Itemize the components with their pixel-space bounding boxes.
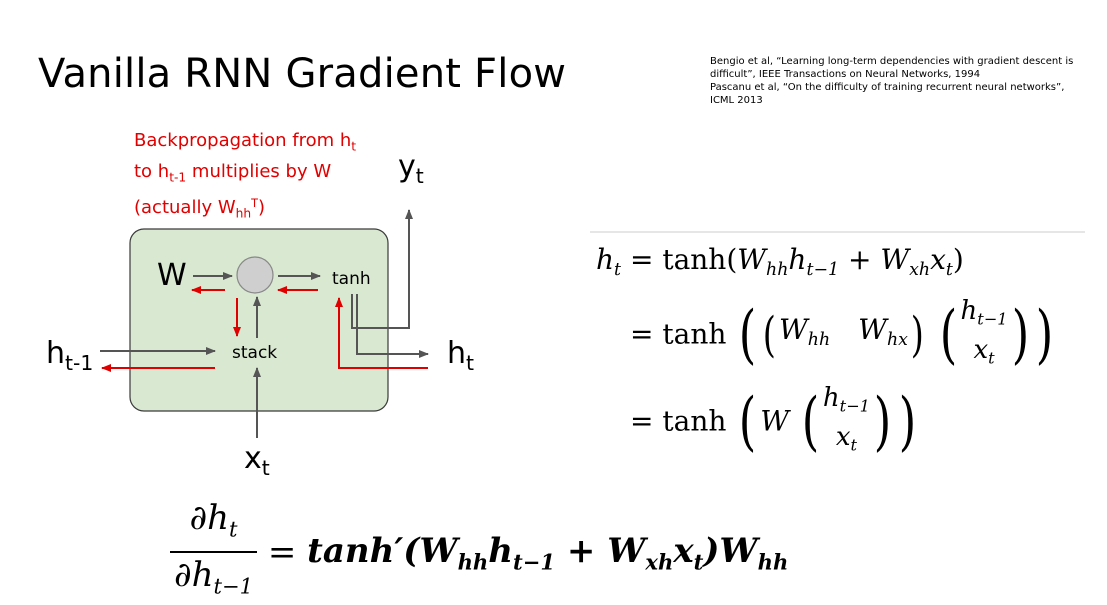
reference-line: Bengio et al, “Learning long-term depend… [710, 56, 1074, 67]
tanh-to-y-arrow [351, 209, 413, 329]
rnn-cell-box [129, 228, 389, 412]
tanh-label: tanh [332, 269, 371, 289]
reference-line: Pascanu et al, “On the difficulty of tra… [710, 82, 1065, 93]
equation-line-1: ht = tanh(Whhht−1 + Wxhxt) [596, 243, 964, 281]
note-sub: t-1 [169, 170, 187, 185]
references: Bengio et al, “Learning long-term depend… [710, 55, 1100, 107]
h-out-label: ht [447, 336, 475, 376]
stack-label: stack [232, 343, 278, 363]
note-line-2: to h [134, 161, 170, 183]
slide-title: Vanilla RNN Gradient Flow [38, 51, 567, 97]
reference-line: difficult”, IEEE Transactions on Neural … [710, 69, 981, 80]
backprop-note: Backpropagation from ht to ht-1 multipli… [134, 128, 356, 226]
y-label: yt [398, 149, 424, 189]
w-label: W [157, 258, 187, 293]
note-line-3: (actually W [134, 196, 236, 218]
note-sub: t [351, 139, 357, 154]
note-line-3-post: ) [257, 196, 265, 218]
derivative-equation: ∂ht ∂ht−1 = tanh′(Whhht−1 + Wxhxt)Whh [170, 500, 788, 605]
note-sup: T [251, 196, 258, 210]
multiply-node [236, 256, 274, 294]
h-prev-label: ht-1 [46, 336, 94, 376]
note-sub: hh [235, 205, 252, 220]
tanh-to-h-arrow [356, 294, 429, 358]
note-line-1: Backpropagation from h [134, 130, 352, 151]
x-label: xt [244, 441, 270, 481]
note-line-2-post: multiplies by W [186, 161, 332, 183]
backprop-h-to-tanh-arrow [335, 297, 428, 369]
reference-line: ICML 2013 [710, 95, 763, 106]
